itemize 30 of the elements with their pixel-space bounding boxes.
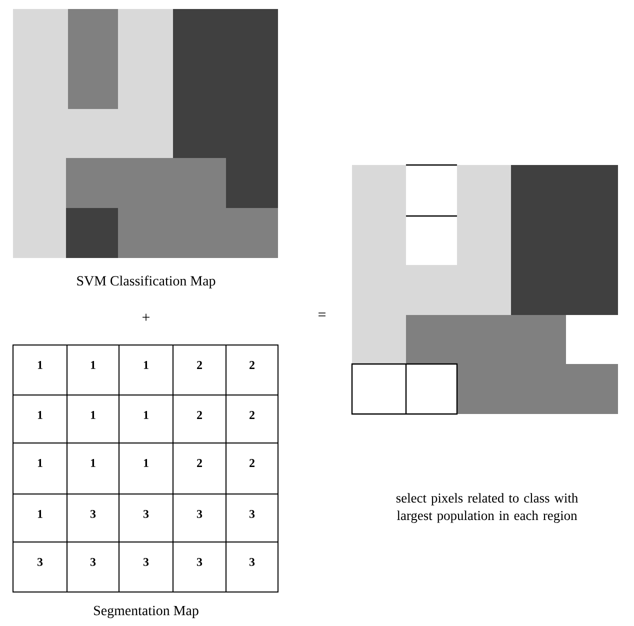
table-cell: 1	[118, 344, 174, 396]
table-cell: 3	[172, 493, 226, 542]
table-cell: 1	[118, 442, 174, 494]
table-cell: 1	[66, 394, 120, 444]
table-cell: 2	[226, 394, 278, 444]
table-cell: 2	[172, 442, 226, 494]
equals-sign: =	[318, 312, 326, 316]
table-cell: 3	[226, 541, 278, 592]
table-cell: 2	[226, 344, 278, 396]
table-cell: 2	[172, 394, 226, 444]
map-caption: Segmentation Map	[94, 606, 198, 618]
table-cell: 3	[66, 541, 120, 592]
table-cell: 1	[12, 394, 68, 444]
plus-sign: +	[142, 314, 150, 321]
table-cell: 1	[12, 344, 68, 396]
result-caption: select pixels related to class with largest population in each region	[396, 493, 578, 523]
table-cell: 3	[226, 493, 278, 542]
table-cell: 1	[12, 442, 68, 494]
table-cell: 1	[12, 493, 68, 542]
table-cell: 3	[12, 541, 68, 592]
table-cell: 3	[118, 493, 174, 542]
map-caption: SVM Classification Map	[77, 276, 216, 288]
table-cell: 1	[66, 442, 120, 494]
table-cell: 1	[118, 394, 174, 444]
table-cell: 3	[66, 493, 120, 542]
table-cell: 2	[172, 344, 226, 396]
table-cell: 2	[226, 442, 278, 494]
table-cell: 3	[118, 541, 174, 592]
table-cell: 3	[172, 541, 226, 592]
table-cell: 1	[66, 344, 120, 396]
